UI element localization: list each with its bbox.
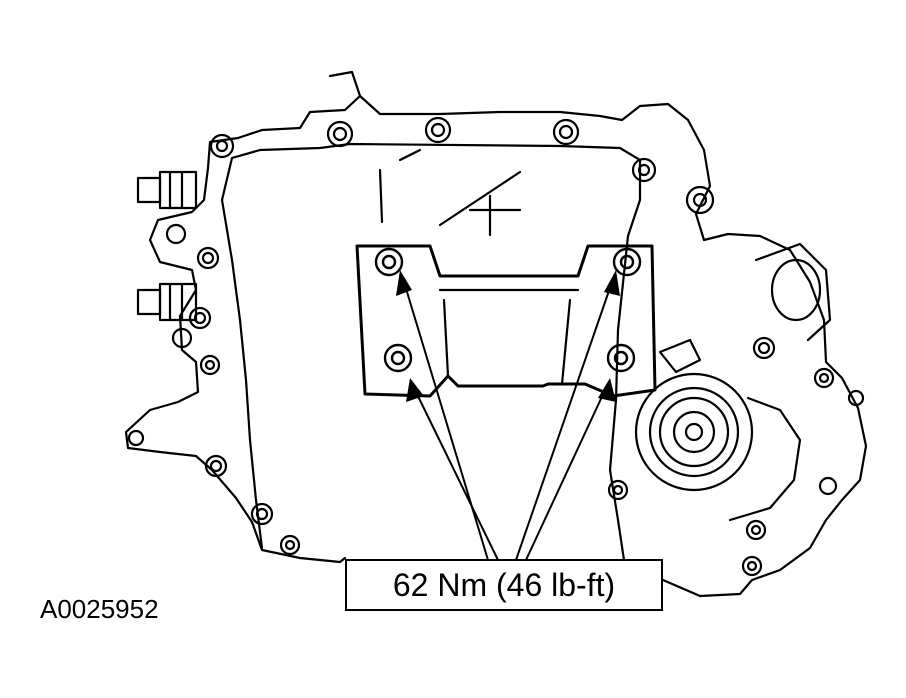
pan-flange-bolts	[127, 116, 865, 577]
torque-callout-box: 62 Nm (46 lb-ft)	[345, 559, 663, 611]
figure-id-label: A0025952	[40, 594, 159, 624]
cooler-line-fittings	[136, 170, 198, 322]
mounting-bracket	[355, 244, 657, 398]
oil-pan-ribs	[378, 148, 522, 237]
bracket-bolts	[374, 247, 642, 373]
callout-arrowheads	[396, 270, 620, 402]
actuator-housing	[754, 242, 832, 342]
bracket-inner-edge	[438, 288, 580, 386]
callout-leader-lines	[403, 281, 613, 561]
oil-pan-outline	[220, 142, 642, 562]
torque-spec-label: 62 Nm (46 lb-ft)	[392, 566, 616, 603]
transaxle-housing-outline	[124, 70, 868, 598]
output-shaft-assembly	[634, 338, 802, 522]
